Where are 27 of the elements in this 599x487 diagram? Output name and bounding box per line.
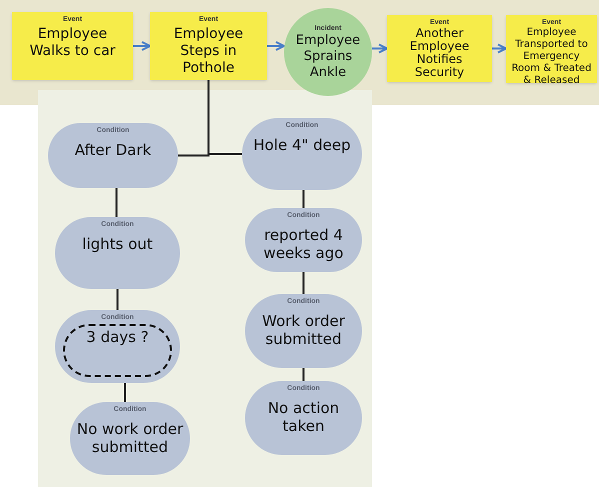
connector-line <box>116 289 118 310</box>
arrow <box>372 44 388 54</box>
handwritten-text: No action taken <box>266 399 340 435</box>
handwritten-text: After Dark <box>74 141 152 159</box>
arrow <box>492 44 507 54</box>
handwritten-text: lights out <box>82 235 153 253</box>
event-sticky-note <box>506 15 597 83</box>
handwritten-text: Employee Steps in Pothole <box>172 26 244 77</box>
connector-line <box>116 188 118 217</box>
handwritten-text: Employee Sprains Ankle <box>294 32 362 80</box>
handwritten-text: reported 4 weeks ago <box>262 226 344 262</box>
handwritten-text: 3 days ? <box>86 328 149 346</box>
event-sticky-note <box>12 12 133 80</box>
handwritten-text: Employee Transported to Emergency Room & Treated & Released <box>510 27 592 87</box>
handwritten-text: No work order submitted <box>76 420 184 456</box>
handwritten-text: Employee Walks to car <box>28 26 116 60</box>
connector-line <box>302 190 304 208</box>
event-sticky-note <box>387 15 492 82</box>
connector-line <box>124 383 126 402</box>
handwritten-text: Hole 4" deep <box>253 136 351 154</box>
handwritten-text: Another Employee Notifies Security <box>408 27 470 79</box>
arrow <box>267 41 285 51</box>
handwritten-text: Work order submitted <box>261 312 346 348</box>
arrow <box>133 41 151 51</box>
connector-line <box>302 272 304 294</box>
connector-line <box>302 368 304 381</box>
event-sticky-note <box>150 12 267 80</box>
